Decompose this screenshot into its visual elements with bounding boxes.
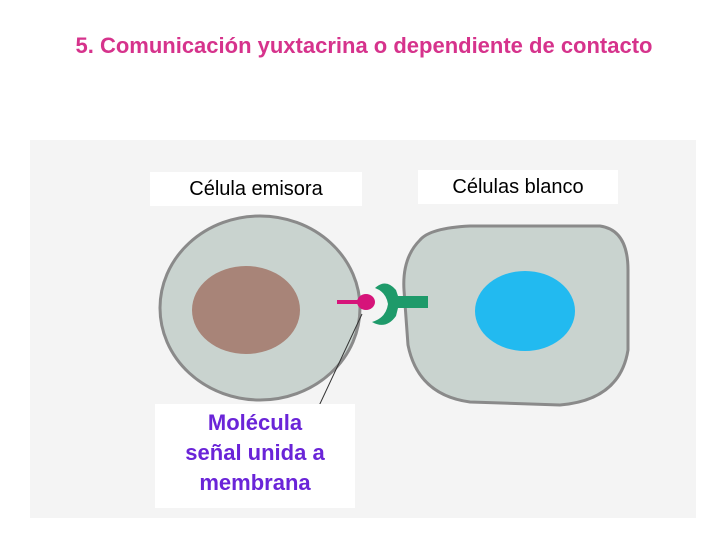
signal-molecule-label-line1: Molécula — [207, 410, 303, 435]
emitting-cell-nucleus — [192, 266, 300, 354]
emitting-cell-label: Célula emisora — [150, 172, 362, 206]
target-cells-label: Células blanco — [418, 170, 618, 204]
label-pointer-line — [317, 313, 363, 409]
slide-title: 5. Comunicación yuxtacrina o dependiente… — [75, 33, 653, 58]
signal-molecule-label-line3: membrana — [199, 470, 311, 495]
signal-molecule-label: Molécula señal unida a membrana — [155, 404, 355, 508]
receptor-protein — [372, 283, 428, 325]
target-cell-nucleus — [475, 271, 575, 351]
signal-molecule-label-line2: señal unida a — [185, 440, 325, 465]
signal-molecule — [357, 294, 375, 310]
